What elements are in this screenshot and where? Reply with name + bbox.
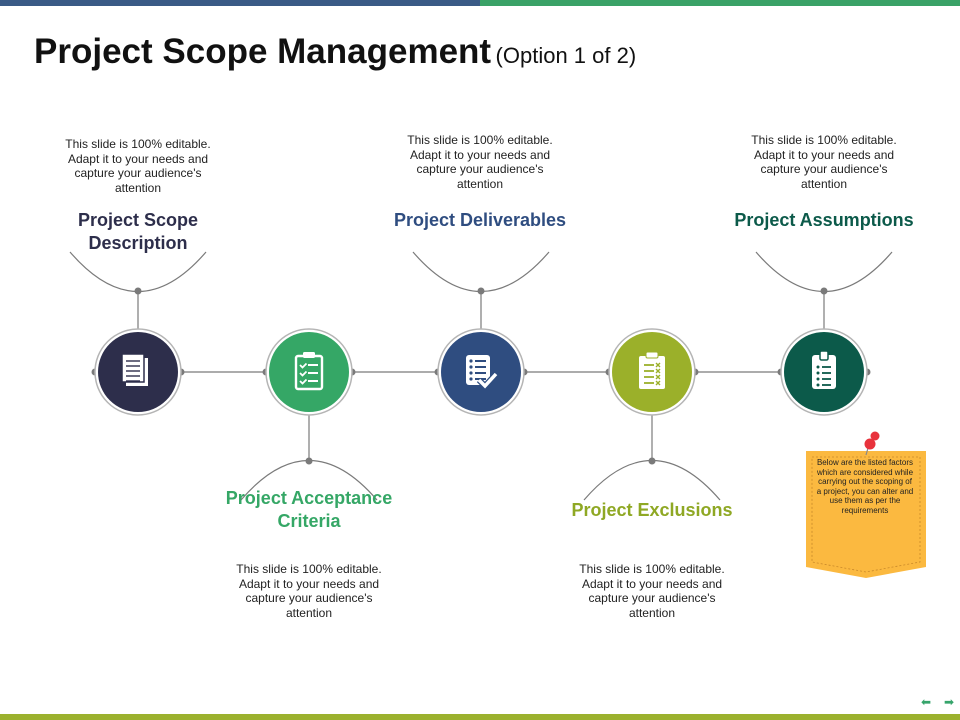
- slide-title-option: (Option 1 of 2): [495, 43, 637, 68]
- step-1-label: Project Scope Description: [77, 210, 199, 253]
- step-1-arc: [69, 251, 207, 293]
- slide-title-main: Project Scope Management: [34, 32, 492, 71]
- step-4-label: Project Exclusions: [571, 500, 733, 520]
- sticky-note-text: Below are the listed factors which are c…: [816, 458, 914, 515]
- bottom-accent-bar: [0, 714, 960, 720]
- pin-top-icon: [870, 431, 880, 441]
- next-slide-arrow-icon[interactable]: ➡: [944, 695, 955, 709]
- step-circles: [94, 328, 868, 416]
- step-2-label: Project Acceptance Criteria: [225, 488, 393, 531]
- sticky-note-stitch: [811, 456, 921, 573]
- top-accent-bar-left: [0, 0, 480, 6]
- step-5-arc-dot: [820, 287, 828, 295]
- sticky-note-body: [806, 451, 926, 578]
- step-3-arc: [412, 251, 550, 293]
- step-4-description: This slide is 100% editable. Adapt it to…: [579, 562, 725, 620]
- slide-title: Project Scope Management (Option 1 of 2): [34, 32, 636, 72]
- step-1-arc-dot: [134, 287, 142, 295]
- top-accent-bar-right: [480, 0, 960, 6]
- step-5-arc: [755, 251, 893, 293]
- step-2-arc-dot: [305, 457, 313, 465]
- step-3-label: Project Deliverables: [393, 210, 567, 230]
- exclusion-clipboard-icon: [639, 351, 665, 389]
- step-5-description: This slide is 100% editable. Adapt it to…: [751, 133, 897, 191]
- connector-lines: [69, 251, 893, 501]
- document-icon: [121, 353, 148, 386]
- prev-slide-arrow-icon[interactable]: ⬅: [921, 695, 932, 709]
- clipboard-list-icon: [812, 350, 836, 389]
- sticky-note-shape: [806, 431, 926, 578]
- list-check-icon: [466, 355, 499, 391]
- pin-head-icon: [864, 438, 876, 450]
- step-5-label: Project Assumptions: [734, 210, 914, 230]
- step-3-arc-dot: [477, 287, 485, 295]
- checklist-clipboard-icon: [294, 352, 324, 391]
- step-4-arc-dot: [648, 457, 656, 465]
- step-2-description: This slide is 100% editable. Adapt it to…: [236, 562, 382, 620]
- step-3-description: This slide is 100% editable. Adapt it to…: [407, 133, 553, 191]
- step-1-description: This slide is 100% editable. Adapt it to…: [65, 137, 211, 195]
- step-4-arc: [583, 459, 721, 501]
- top-accent-bar: [0, 0, 960, 6]
